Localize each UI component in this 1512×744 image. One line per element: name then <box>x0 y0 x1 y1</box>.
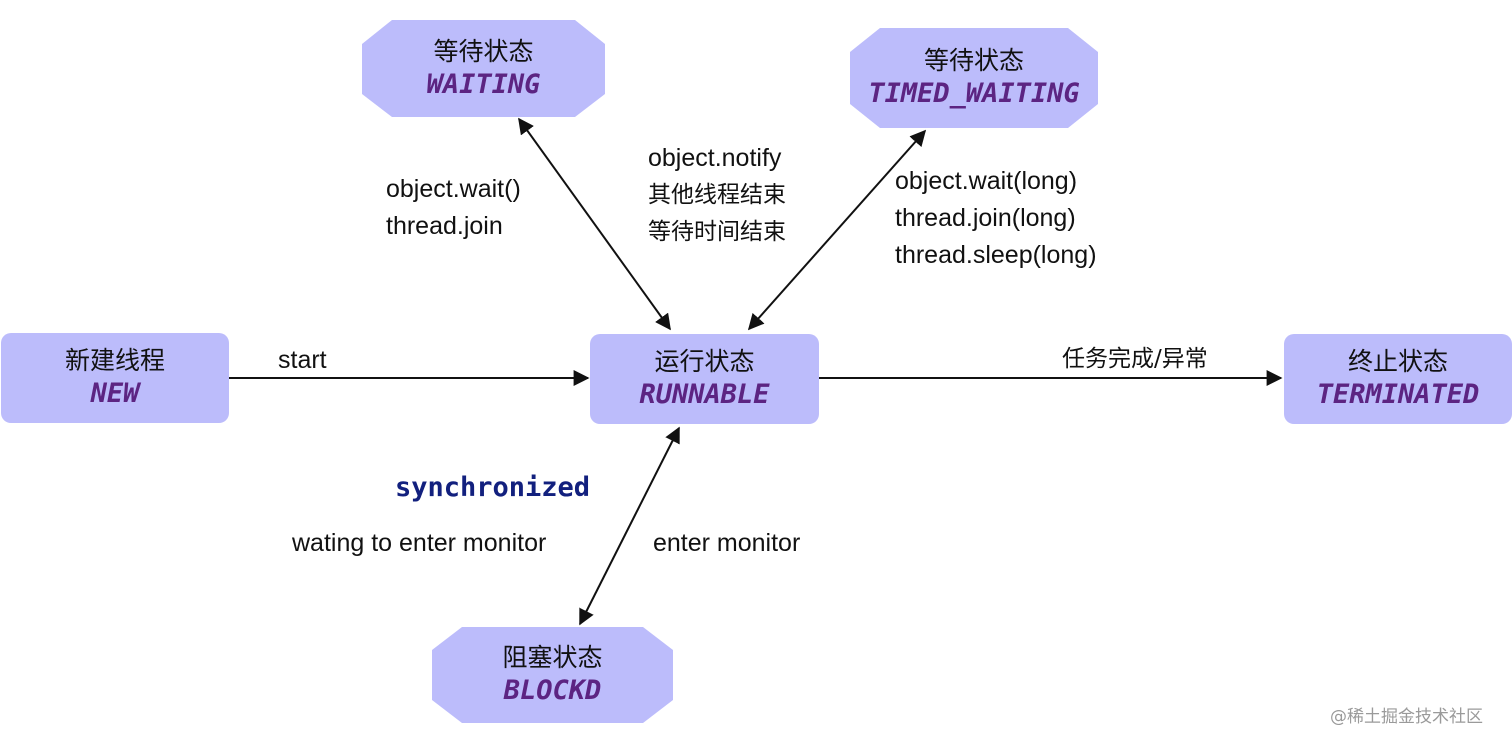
notify-transition-label: object.notify 其他线程结束 等待时间结束 <box>648 140 786 251</box>
label-other-thread-end: 其他线程结束 <box>648 182 786 208</box>
waiting-node: 等待状态 WAITING <box>362 20 605 117</box>
new-node-en: NEW <box>90 378 140 409</box>
blocked-in-label: wating to enter monitor <box>292 529 547 557</box>
blocked-node-cn: 阻塞状态 <box>502 643 603 672</box>
label-object-notify: object.notify <box>648 144 782 172</box>
arrow-runnable-waiting <box>518 117 671 331</box>
waiting-node-cn: 等待状态 <box>433 36 534 66</box>
blocked-out-label: enter monitor <box>653 529 801 557</box>
timed-waiting-node-shape <box>850 28 1098 128</box>
waiting-node-en: WAITING <box>426 68 541 100</box>
runnable-node-cn: 运行状态 <box>654 347 755 376</box>
new-node: 新建线程 NEW <box>1 333 229 423</box>
new-node-cn: 新建线程 <box>64 346 165 375</box>
label-thread-join-long: thread.join(long) <box>895 204 1076 232</box>
timed-waiting-node-cn: 等待状态 <box>923 46 1024 75</box>
waiting-node-shape <box>362 20 605 117</box>
arrow-runnable-blocked <box>579 426 680 626</box>
terminated-node: 终止状态 TERMINATED <box>1284 334 1512 424</box>
start-label: start <box>278 346 327 374</box>
blocked-node-en: BLOCKD <box>503 675 602 706</box>
terminated-node-en: TERMINATED <box>1316 379 1480 410</box>
blocked-node-shape <box>432 627 673 723</box>
label-thread-join: thread.join <box>386 212 503 240</box>
runnable-node-en: RUNNABLE <box>639 379 770 410</box>
label-object-wait: object.wait() <box>386 175 521 203</box>
timed-waiting-node: 等待状态 TIMED_WAITING <box>850 28 1098 128</box>
terminate-label: 任务完成/异常 <box>1062 346 1208 372</box>
runnable-node: 运行状态 RUNNABLE <box>590 334 819 424</box>
blocked-node: 阻塞状态 BLOCKD <box>432 627 673 723</box>
timed-waiting-node-en: TIMED_WAITING <box>868 78 1080 109</box>
label-object-wait-long: object.wait(long) <box>895 167 1078 195</box>
watermark: @稀土掘金技术社区 <box>1330 707 1483 727</box>
arrow-runnable-timed-waiting <box>747 129 927 331</box>
waiting-transition-label: object.wait() thread.join <box>386 171 521 245</box>
label-wait-time-end: 等待时间结束 <box>648 219 786 245</box>
label-thread-sleep-long: thread.sleep(long) <box>895 241 1097 269</box>
terminated-node-cn: 终止状态 <box>1347 347 1448 376</box>
timed-waiting-transition-label: object.wait(long) thread.join(long) thre… <box>895 163 1097 274</box>
synchronized-keyword: synchronized <box>395 472 591 503</box>
